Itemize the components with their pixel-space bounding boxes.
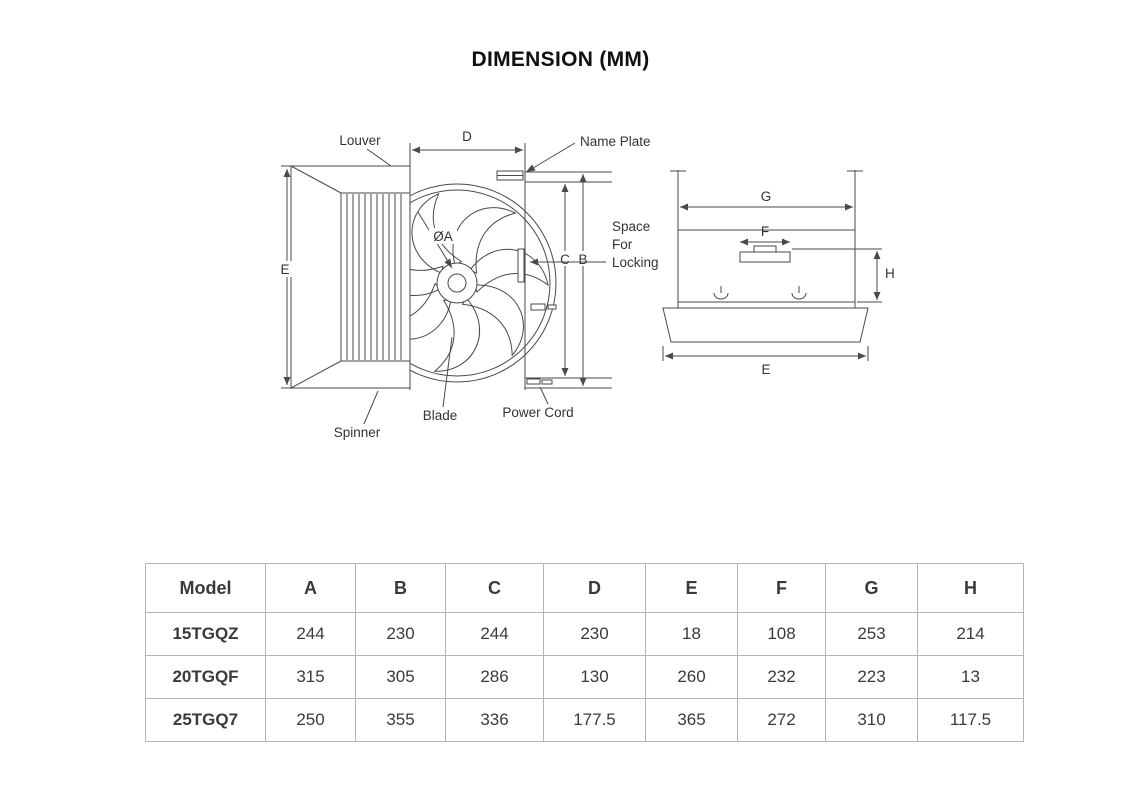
dim-label-h: H: [885, 266, 895, 281]
value-cell: 310: [825, 698, 918, 742]
dim-label-c: C: [560, 252, 570, 267]
value-cell: 365: [645, 698, 738, 742]
col-header-model: Model: [145, 563, 266, 613]
value-cell: 130: [543, 655, 646, 699]
value-cell: 13: [917, 655, 1024, 699]
dim-label-b: B: [578, 252, 587, 267]
dim-label-diameter-a: ØA: [433, 229, 453, 244]
value-cell: 244: [265, 612, 356, 656]
louver-label: Louver: [339, 133, 381, 148]
value-cell: 355: [355, 698, 446, 742]
value-cell: 18: [645, 612, 738, 656]
space-label-line2: For: [612, 237, 633, 252]
col-header-f: F: [737, 563, 826, 613]
value-cell: 286: [445, 655, 544, 699]
dimension-h: H: [792, 248, 895, 303]
spinner-hub: [436, 262, 478, 304]
dimension-g: G: [680, 189, 853, 211]
frame-lines: [409, 143, 612, 390]
dimension-e-bottom: E: [662, 346, 869, 377]
dim-label-g: G: [761, 189, 772, 204]
table-header-row: Model A B C D E F G H: [145, 563, 1024, 613]
model-cell: 15TGQZ: [145, 612, 266, 656]
power-cord-callout: Power Cord: [502, 303, 574, 420]
value-cell: 230: [543, 612, 646, 656]
value-cell: 244: [445, 612, 544, 656]
dim-label-e-bottom: E: [761, 362, 770, 377]
louver-drawing: [290, 165, 411, 389]
col-header-b: B: [355, 563, 446, 613]
space-label-line3: Locking: [612, 255, 659, 270]
value-cell: 223: [825, 655, 918, 699]
power-cord-label: Power Cord: [502, 405, 573, 420]
diameter-a-callout: ØA: [417, 211, 457, 269]
value-cell: 260: [645, 655, 738, 699]
dimension-e-left: E: [277, 165, 294, 389]
value-cell: 117.5: [917, 698, 1024, 742]
space-label-line1: Space: [612, 219, 650, 234]
blade-label: Blade: [423, 408, 458, 423]
dimension-d: D: [412, 129, 523, 154]
value-cell: 250: [265, 698, 356, 742]
fan-blade-drawing: [357, 183, 557, 383]
spinner-label: Spinner: [334, 425, 381, 440]
value-cell: 108: [737, 612, 826, 656]
model-cell: 25TGQ7: [145, 698, 266, 742]
dimension-diagram: D E C B ØA Name Plate Space For: [277, 129, 895, 440]
name-plate-label: Name Plate: [580, 134, 651, 149]
model-cell: 20TGQF: [145, 655, 266, 699]
value-cell: 272: [737, 698, 826, 742]
value-cell: 253: [825, 612, 918, 656]
value-cell: 305: [355, 655, 446, 699]
value-cell: 232: [737, 655, 826, 699]
table-row: 25TGQ7 250 355 336 177.5 365 272 310 117…: [145, 698, 1024, 742]
dimension-c: C: [557, 184, 573, 376]
value-cell: 214: [917, 612, 1024, 656]
col-header-g: G: [825, 563, 918, 613]
value-cell: 230: [355, 612, 446, 656]
table-row: 20TGQF 315 305 286 130 260 232 223 13: [145, 655, 1024, 699]
col-header-c: C: [445, 563, 544, 613]
value-cell: 315: [265, 655, 356, 699]
part-labels: Louver Spinner Blade: [334, 133, 458, 440]
value-cell: 336: [445, 698, 544, 742]
dim-label-f: F: [761, 224, 769, 239]
col-header-a: A: [265, 563, 356, 613]
col-header-h: H: [917, 563, 1024, 613]
value-cell: 177.5: [543, 698, 646, 742]
dim-label-e: E: [280, 262, 289, 277]
table-row: 15TGQZ 244 230 244 230 18 108 253 214: [145, 612, 1024, 656]
name-plate-callout: Name Plate: [496, 134, 651, 181]
dimension-b: B: [575, 174, 591, 386]
space-for-locking-callout: Space For Locking: [517, 219, 659, 283]
section-view-drawing: [662, 170, 869, 343]
col-header-e: E: [645, 563, 738, 613]
page-title: DIMENSION (MM): [471, 48, 650, 71]
dimension-f: F: [740, 224, 790, 246]
dim-label-d: D: [462, 129, 472, 144]
dimension-table: Model A B C D E F G H 15TGQZ 244 230 244…: [145, 563, 1024, 742]
col-header-d: D: [543, 563, 646, 613]
